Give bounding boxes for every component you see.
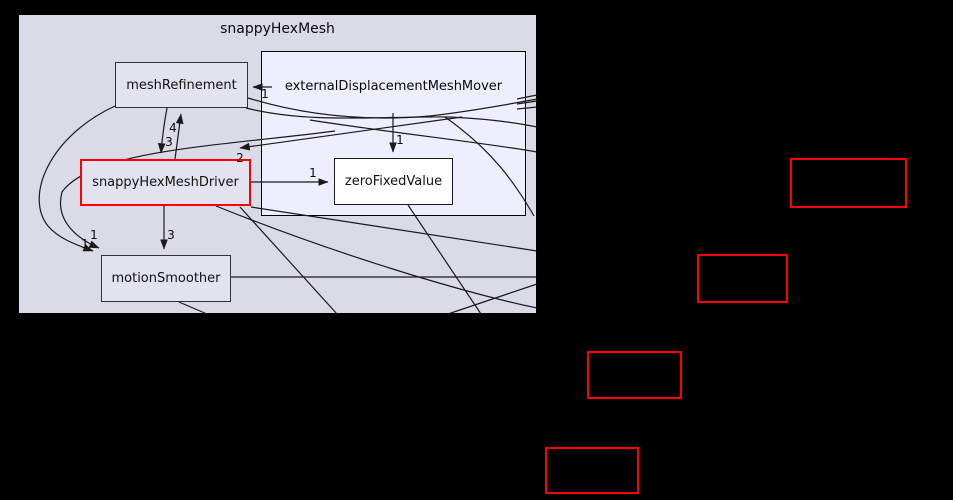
node-meshRefinement-label: meshRefinement	[126, 77, 237, 93]
edge-zeroFixedValue-out	[407, 204, 482, 315]
edge-label-1c: 1	[396, 133, 404, 147]
edge-wavy-3	[309, 119, 538, 153]
edge-into-driver	[239, 116, 463, 151]
node-motionSmoother[interactable]: motionSmoother	[101, 255, 231, 302]
edge-wavy-4	[444, 116, 535, 217]
edge-label-1: 1	[261, 87, 269, 101]
edge-cross-bottom	[447, 283, 538, 315]
edge-clip-1	[516, 94, 538, 100]
edge-label-1e: 1	[81, 237, 89, 251]
external-node-4[interactable]	[545, 447, 639, 494]
node-meshRefinement[interactable]: meshRefinement	[115, 62, 248, 108]
node-snappyHexMeshDriver[interactable]: snappyHexMeshDriver	[80, 159, 251, 206]
external-node-3[interactable]	[587, 351, 682, 399]
node-motionSmoother-label: motionSmoother	[111, 271, 221, 286]
edge-driver-to-meshRefinement	[174, 113, 184, 160]
edge-fan-3	[239, 206, 338, 315]
node-zeroFixedValue-label: zeroFixedValue	[344, 174, 443, 189]
edge-clip-2	[516, 100, 538, 105]
edge-fan-1	[250, 206, 538, 252]
external-node-2[interactable]	[697, 254, 788, 303]
edge-label-1b: 1	[309, 166, 317, 180]
node-snappyHexMeshDriver-label: snappyHexMeshDriver	[92, 175, 239, 190]
edge-motionSmoother-out	[178, 301, 208, 315]
edge-label-2: 2	[236, 151, 244, 165]
edge-arc-outer-to-motionSmoother	[38, 105, 116, 252]
edge-label-3a: 3	[165, 135, 173, 149]
edge-label-3b: 3	[167, 228, 175, 242]
node-zeroFixedValue[interactable]: zeroFixedValue	[334, 158, 453, 205]
edge-wavy-2	[245, 107, 538, 128]
edge-fan-2	[215, 205, 538, 309]
edge-meshRefinement-to-driver	[157, 107, 168, 154]
edge-clip-3	[516, 106, 538, 110]
cluster-title: snappyHexMesh	[220, 21, 335, 37]
edge-label-4: 4	[169, 121, 177, 135]
external-node-1[interactable]	[790, 158, 907, 208]
cluster-inner-title: externalDisplacementMeshMover	[284, 79, 503, 94]
edge-label-1d: 1	[90, 228, 98, 242]
